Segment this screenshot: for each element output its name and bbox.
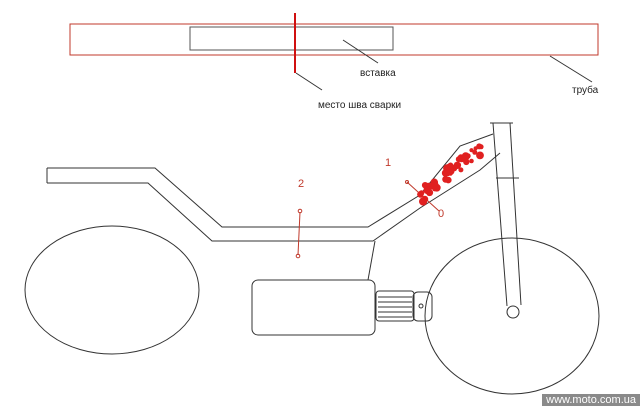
engine-cylinder xyxy=(375,290,415,322)
weld-spot xyxy=(421,182,429,189)
cylinder-fins xyxy=(378,296,412,318)
tube-rect xyxy=(69,23,599,56)
front-axle xyxy=(506,305,520,319)
weld-spot xyxy=(455,156,462,163)
weld-spot xyxy=(476,151,484,160)
weld-damage-area xyxy=(417,143,484,206)
weld-spot xyxy=(476,143,483,150)
cylinder-head xyxy=(412,291,433,322)
front-wheel xyxy=(424,237,600,395)
weld-spot xyxy=(453,161,462,169)
engine-mount xyxy=(367,240,376,281)
weld-spot xyxy=(430,178,438,186)
engine-block xyxy=(251,279,376,336)
spark-plug xyxy=(418,303,424,309)
weld-leader xyxy=(295,72,323,91)
insert-label: вставка xyxy=(360,68,396,79)
weld-spot xyxy=(417,191,424,198)
weld-spot xyxy=(473,146,478,151)
point-2-label: 2 xyxy=(298,178,305,190)
weld-spot xyxy=(447,162,454,169)
tube-label: труба xyxy=(572,85,599,96)
weld-spot xyxy=(422,197,428,203)
watermark: www.moto.com.ua xyxy=(542,394,640,406)
frame-bottom-line xyxy=(47,152,501,242)
rear-wheel xyxy=(24,225,200,355)
point-1-label: 1 xyxy=(385,157,392,169)
head-tube-left xyxy=(492,122,508,307)
point-0-label: 0 xyxy=(438,208,445,220)
head-tube-right xyxy=(509,122,522,306)
tube-leader xyxy=(549,55,593,83)
weld-spot xyxy=(445,176,452,184)
insert-leader xyxy=(342,39,379,64)
weld-spot xyxy=(469,158,474,164)
weld-spot xyxy=(458,167,464,173)
weld-place-label: место шва сварки xyxy=(318,100,402,111)
weld-spot xyxy=(426,182,431,187)
weld-spot xyxy=(472,149,478,155)
frame-top-line xyxy=(47,133,494,228)
point-2-line xyxy=(297,211,301,256)
weld-spot xyxy=(426,189,434,197)
weld-spot xyxy=(461,152,470,161)
weld-spot xyxy=(469,148,474,153)
insert-rect xyxy=(189,26,394,51)
